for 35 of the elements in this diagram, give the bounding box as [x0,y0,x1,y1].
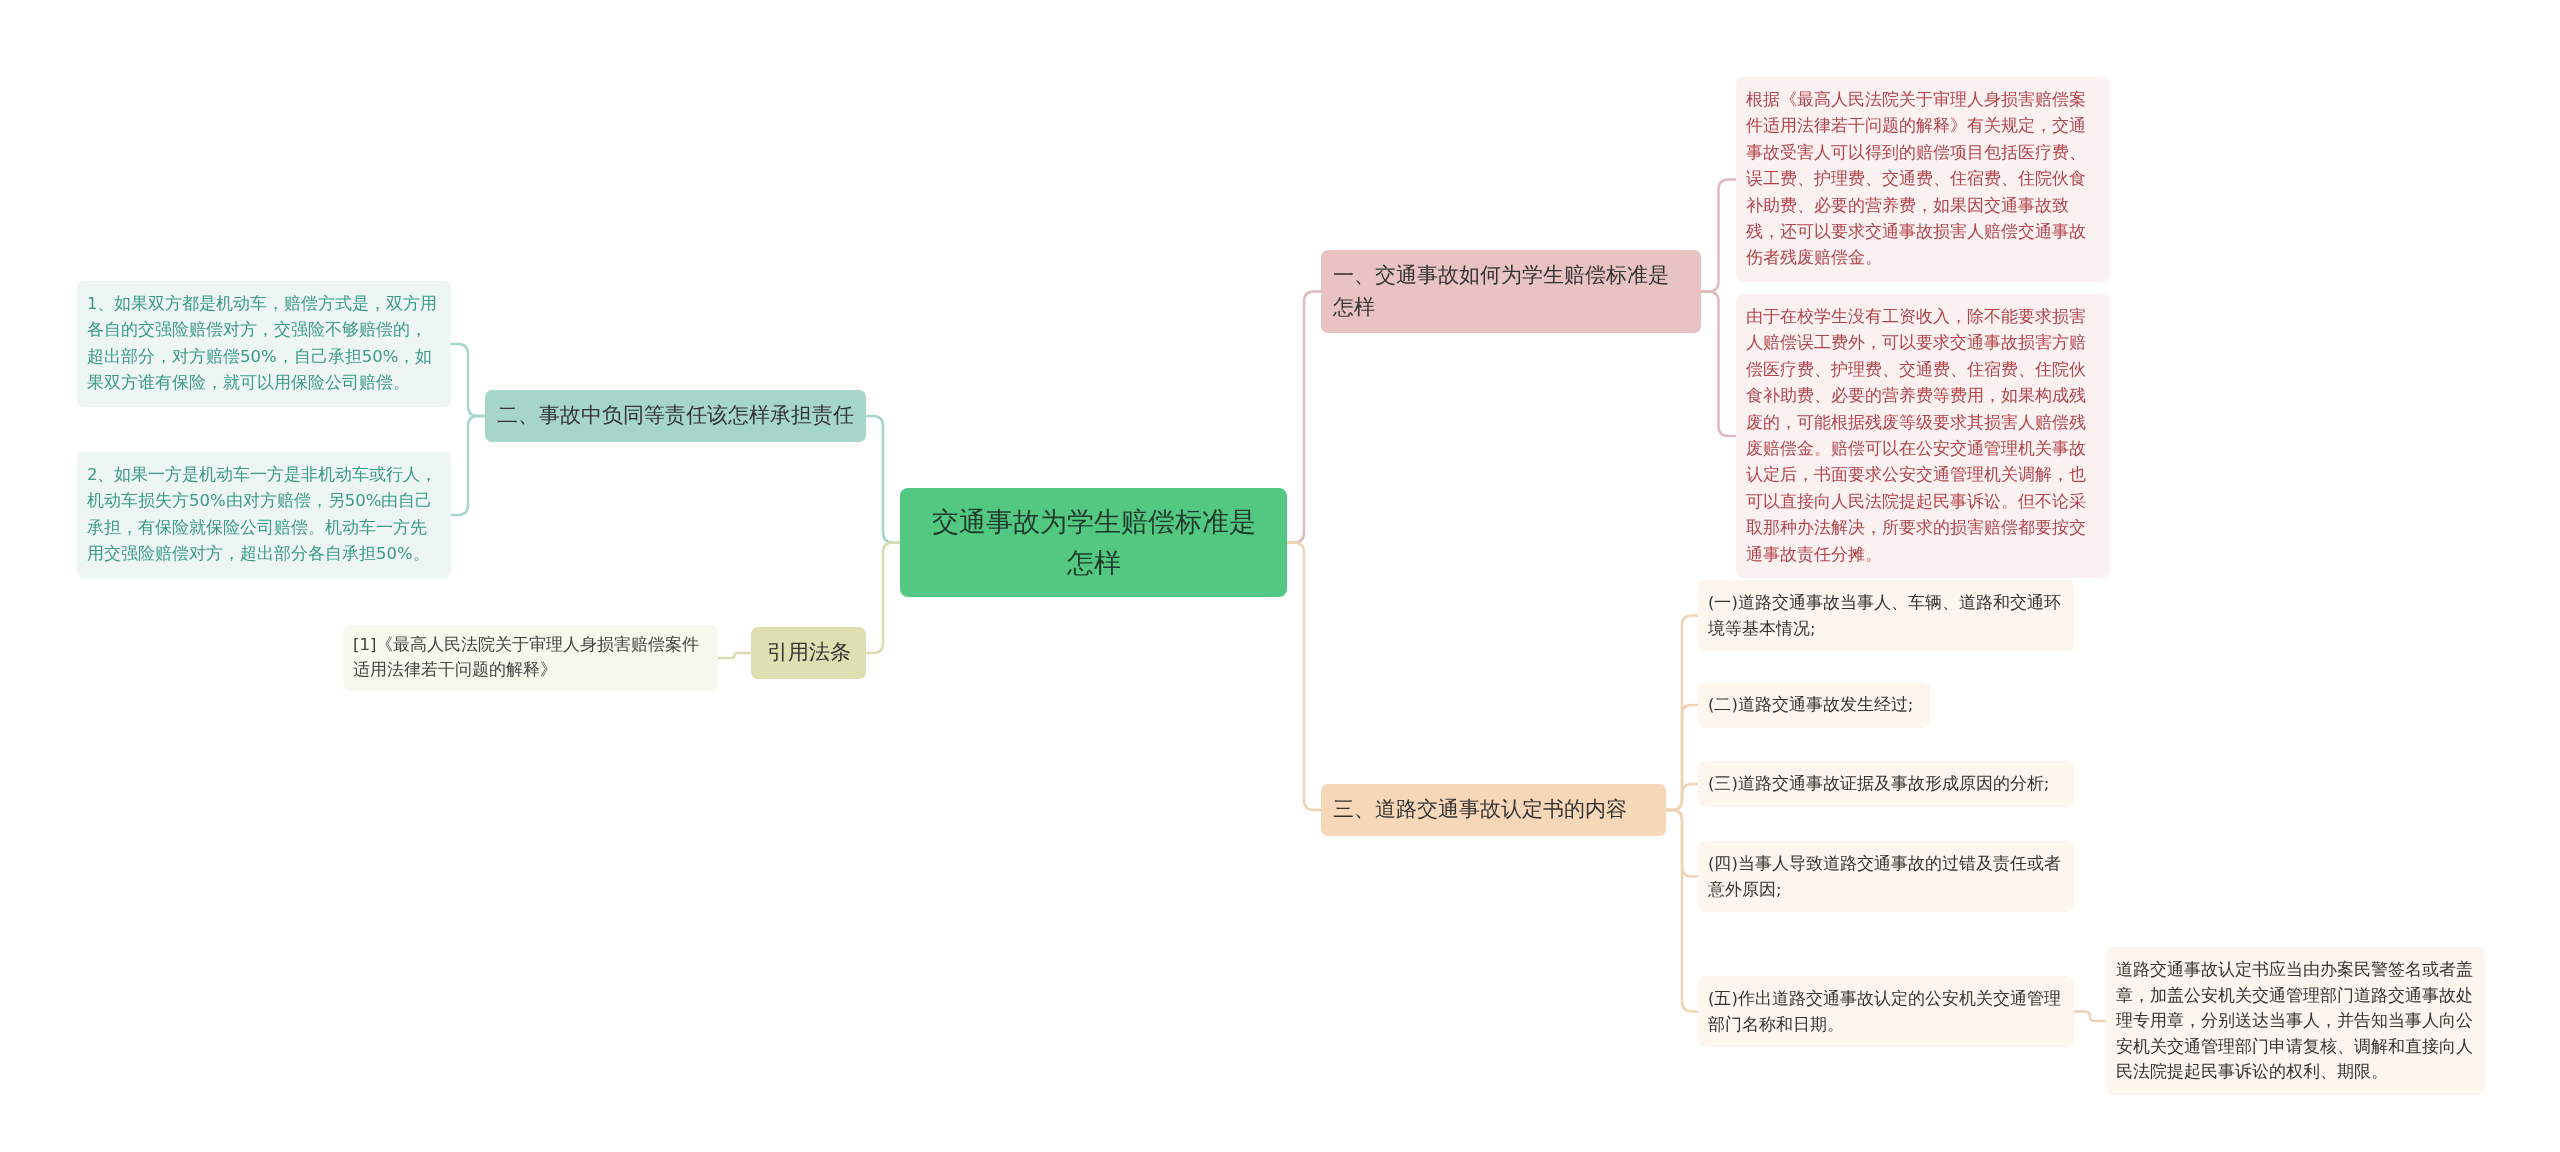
branch-topic-text: 一、交通事故如何为学生赔偿标准是怎样 [1333,262,1670,321]
connector-line [1701,290,1736,438]
connector-line [718,651,751,660]
content-item [1698,682,1930,728]
note-card [1736,77,2110,282]
content-item-text: (四)当事人导致道路交通事故的过错及责任或者意外原因; [1708,853,2062,901]
branch-topic [1321,250,1701,333]
note-card-text: 由于在校学生没有工资收入，除不能要求损害人赔偿误工费外，可以要求交通事故损害方赔偿医疗费、护理费、交通费、住宿费、住院伙食补助费、必要的营养费等费用，如果构成残废的，可能根据残废等级要求其损害人赔偿残废赔偿金。赔偿可以在公安交通管理机关事故认定后，书面要求公安交通管理机关调解，也可以直接向人民法院提起民事诉讼。但不论采取那种办法解决，所要求的损害赔偿都要按交通事故责任分摊。 [1746,306,2087,566]
note-card-text: 2、如果一方是机动车一方是非机动车或行人，机动车损失方50%由对方赔偿，另50%由自己承担，有保险就保险公司赔偿。机动车一方先用交强险赔偿对方，超出部分各自承担50%。 [87,464,439,566]
branch-topic-text: 引用法条 [765,639,852,666]
note-card-text: [1]《最高人民法院关于审理人身损害赔偿案件适用法律若干问题的解释》 [353,634,701,681]
note-card [343,625,718,691]
note-card-text: 根据《最高人民法院关于审理人身损害赔偿案件适用法律若干问题的解释》有关规定，交通事故受害人可以得到的赔偿项目包括医疗费、误工费、护理费、交通费、住宿费、住院伙食补助费、必要的营养费，如果因交通事故致残，还可以要求交通事故损害人赔偿交通事故伤者残废赔偿金。 [1746,89,2087,270]
branch-topic-text: 三、道路交通事故认定书的内容 [1333,796,1628,823]
content-item-text: (三)道路交通事故证据及事故形成原因的分析; [1708,773,2051,795]
branch-topic-text: 二、事故中负同等责任该怎样承担责任 [497,402,854,429]
branch-topic [751,627,866,679]
content-item [1698,841,2074,913]
connector-line [2074,1010,2106,1023]
note-card-text: 1、如果双方都是机动车，赔偿方式是，双方用各自的交强险赔偿对方，交强险不够赔偿的，超出部分，对方赔偿50%，自己承担50%，如果双方谁有保险，就可以用保险公司赔偿。 [87,293,439,395]
note-card-text: 道路交通事故认定书应当由办案民警签名或者盖章，加盖公安机关交通管理部门道路交通事故处理专用章，分别送达当事人，并告知当事人向公安机关交通管理部门申请复核、调解和直接向人民法院提起民事诉讼的权利、期限。 [2116,959,2474,1084]
branch-topic [1321,784,1666,836]
note-card [77,452,451,578]
content-item [1698,761,2074,807]
content-item-text: (二)道路交通事故发生经过; [1708,694,1915,716]
content-item-text: (五)作出道路交通事故认定的公安机关交通管理部门名称和日期。 [1708,988,2062,1036]
content-item-text: (一)道路交通事故当事人、车辆、道路和交通环境等基本情况; [1708,592,2062,640]
note-card [77,281,451,407]
central-topic [900,488,1287,597]
content-item [1698,976,2074,1048]
note-card [1736,294,2110,578]
content-item [1698,580,2074,652]
branch-topic [485,390,866,442]
central-topic-text: 交通事故为学生赔偿标准是怎样 [930,505,1257,580]
note-card [2106,947,2485,1095]
